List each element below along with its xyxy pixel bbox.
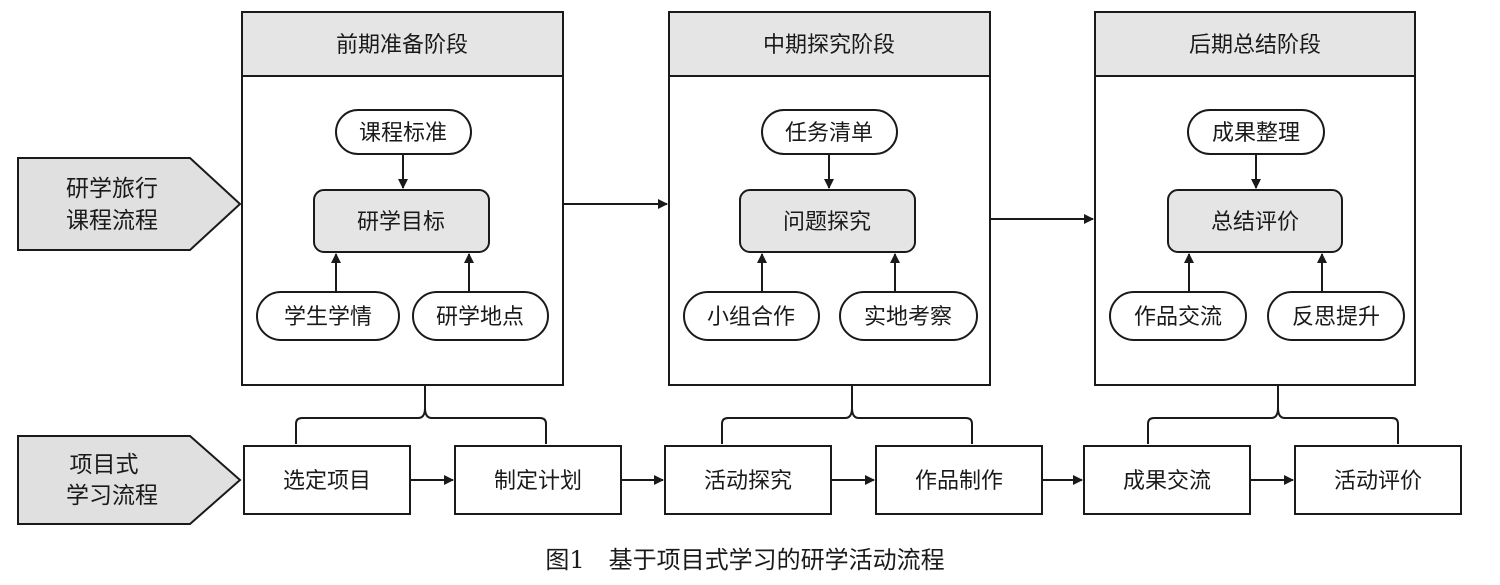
stage-preparation-title: 前期准备阶段 [336, 33, 468, 58]
project-flow-label-shape [17, 435, 242, 525]
node-student-status [256, 291, 400, 341]
step-activity-evaluation-label: 活动评价 [1334, 469, 1422, 494]
step-select-project-label: 选定项目 [283, 469, 371, 494]
node-student-status-label: 学生学情 [284, 305, 372, 330]
step-select-project-box [243, 445, 411, 515]
node-study-goal-label: 研学目标 [357, 210, 445, 235]
brace-stage2 [721, 386, 973, 444]
node-result-sorting-label: 成果整理 [1212, 121, 1300, 146]
step-work-production: 作品制作 [875, 445, 1043, 515]
node-reflection [1267, 291, 1405, 341]
course-flow-label-line2: 课程流程 [66, 208, 158, 234]
course-flow-label-line1: 研学旅行 [66, 176, 158, 202]
project-flow-label-line2: 学习流程 [66, 483, 158, 509]
step-work-production-label: 作品制作 [915, 469, 1003, 494]
node-field-survey-label: 实地考察 [864, 305, 952, 330]
step-activity-evaluation-box [1294, 445, 1462, 515]
step-activity-inquiry-label: 活动探究 [704, 469, 792, 494]
node-group-work [683, 291, 820, 341]
node-problem-inquiry [739, 189, 916, 253]
step-work-production-box [875, 445, 1043, 515]
stage-exploration-title: 中期探究阶段 [763, 33, 895, 58]
step-activity-inquiry: 活动探究 [664, 445, 832, 515]
stage-exploration-header [668, 11, 991, 77]
step-make-plan: 制定计划 [454, 445, 622, 515]
figure-caption: 图1 基于项目式学习的研学活动流程 [545, 546, 944, 574]
project-flow-label-line1: 项目式 [70, 452, 139, 478]
stage-summary: 后期总结阶段 成果整理 总结评价 作品交流 反思提升 [1094, 11, 1416, 386]
node-reflection-label: 反思提升 [1292, 305, 1380, 330]
course-flow-label-shape [17, 157, 242, 251]
node-field-survey [839, 291, 978, 341]
brace-stage3 [1147, 386, 1399, 444]
node-task-list-label: 任务清单 [785, 121, 873, 146]
step-result-exchange: 成果交流 [1083, 445, 1251, 515]
stage-exploration: 中期探究阶段 任务清单 问题探究 小组合作 实地考察 [668, 11, 991, 386]
step-make-plan-label: 制定计划 [494, 469, 582, 494]
node-problem-inquiry-label: 问题探究 [783, 210, 871, 235]
node-work-exchange [1109, 291, 1247, 341]
node-group-work-label: 小组合作 [707, 305, 795, 330]
node-study-goal [313, 189, 490, 253]
stage-preparation: 前期准备阶段 课程标准 研学目标 学生学情 研学地点 [241, 11, 564, 386]
course-flow-label: 研学旅行 课程流程 [17, 157, 242, 251]
step-result-exchange-label: 成果交流 [1123, 469, 1211, 494]
stage-summary-title: 后期总结阶段 [1189, 33, 1321, 58]
step-result-exchange-box [1083, 445, 1251, 515]
node-study-site [412, 291, 549, 341]
node-study-site-label: 研学地点 [436, 305, 524, 330]
stage-summary-header [1094, 11, 1416, 77]
stage-preparation-header [241, 11, 564, 77]
node-summary-evaluation [1167, 189, 1343, 253]
project-flow-label: 项目式 学习流程 [17, 435, 242, 525]
node-work-exchange-label: 作品交流 [1134, 305, 1222, 330]
step-select-project: 选定项目 [243, 445, 411, 515]
step-activity-inquiry-box [664, 445, 832, 515]
step-make-plan-box [454, 445, 622, 515]
brace-stage1 [295, 386, 547, 444]
step-activity-evaluation: 活动评价 [1294, 445, 1462, 515]
node-course-standard-label: 课程标准 [359, 121, 447, 146]
node-summary-evaluation-label: 总结评价 [1211, 210, 1299, 235]
